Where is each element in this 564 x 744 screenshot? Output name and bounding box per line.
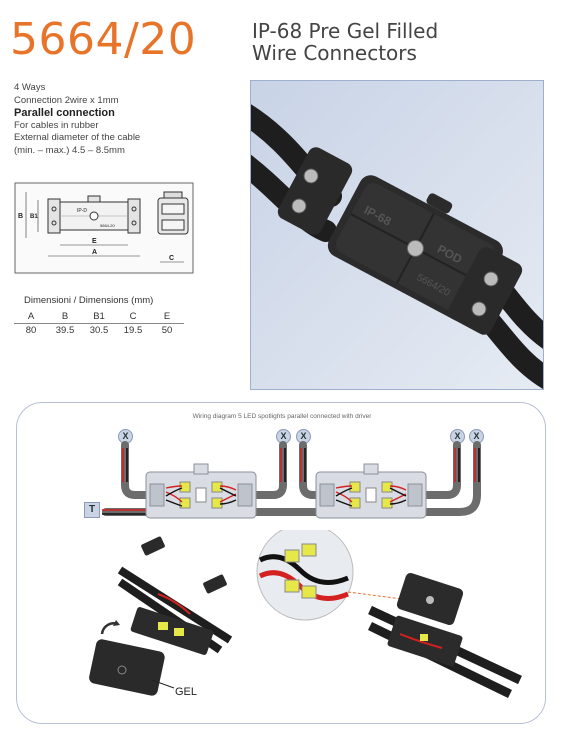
- dim-value: 80: [25, 325, 37, 336]
- dim-header: E: [150, 310, 184, 324]
- title-line-1: IP-68 Pre Gel Filled: [252, 19, 439, 43]
- lamp-x-label: X: [469, 429, 484, 444]
- spec-diameter-value: (min. – max.) 4.5 – 8.5mm: [14, 144, 125, 156]
- product-title: IP-68 Pre Gel Filled Wire Connectors: [252, 20, 438, 64]
- dim-value: 19.5: [123, 325, 143, 336]
- dimensions-title: Dimensioni / Dimensions (mm): [24, 295, 154, 306]
- label-b1: B1: [30, 214, 38, 220]
- label-e: E: [92, 238, 97, 245]
- dim-value: 39.5: [55, 325, 75, 336]
- spec-connection: Connection 2wire x 1mm: [14, 94, 119, 106]
- dimensions-table: A B B1 C E 80 39.5 30.5 19.5 50: [14, 310, 184, 337]
- dim-header: B: [48, 310, 82, 324]
- dim-header: B1: [82, 310, 116, 324]
- spec-cables: For cables in rubber: [14, 119, 99, 131]
- dimensions-header-row: A B B1 C E: [14, 310, 184, 324]
- spec-ways: 4 Ways: [14, 82, 46, 93]
- title-line-2: Wire Connectors: [252, 41, 417, 65]
- drawing-text-1: IP-D: [77, 208, 87, 214]
- spec-list: 4 Ways Connection 2wire x 1mm Parallel c…: [14, 82, 140, 157]
- side-view: [157, 191, 189, 235]
- dimension-lines: [25, 192, 184, 263]
- dim-header: C: [116, 310, 150, 324]
- photo-illustration: IP-68 POD 5664/20: [251, 81, 543, 389]
- assembled-connector: [368, 572, 522, 699]
- wiring-schematic: [102, 441, 481, 519]
- drawing-text-2: 5664-20: [100, 223, 115, 228]
- product-photo: IP-68 POD 5664/20: [250, 80, 544, 390]
- dim-header: A: [14, 310, 48, 324]
- spec-diameter-label: External diameter of the cable: [14, 132, 141, 143]
- cable-paths: [102, 441, 481, 516]
- dim-value: 30.5: [89, 325, 109, 336]
- label-c: C: [169, 255, 174, 262]
- front-view: IP-D 5664-20: [47, 195, 141, 234]
- dimensions-value-row: 80 39.5 30.5 19.5 50: [14, 324, 184, 338]
- label-b: B: [18, 213, 23, 220]
- gel-label: GEL: [175, 686, 198, 698]
- dim-value: 50: [161, 325, 173, 336]
- model-number: 5664/20: [10, 14, 197, 65]
- zoom-detail: [256, 530, 411, 621]
- label-a: A: [92, 249, 97, 256]
- lamp-x-label: X: [118, 429, 133, 444]
- driver-t-label: T: [84, 502, 100, 518]
- assembly-illustrations: [89, 530, 522, 699]
- exploded-view: [89, 536, 233, 696]
- technical-drawing: IP-D 5664-20 B B1 E A C: [14, 182, 194, 274]
- wiring-diagram-panel: [16, 402, 546, 724]
- connector-2: [315, 463, 427, 519]
- connector-1: [145, 463, 257, 519]
- wiring-caption: Wiring diagram 5 LED spotlights parallel…: [192, 413, 372, 420]
- spec-type: Parallel connection: [14, 107, 115, 119]
